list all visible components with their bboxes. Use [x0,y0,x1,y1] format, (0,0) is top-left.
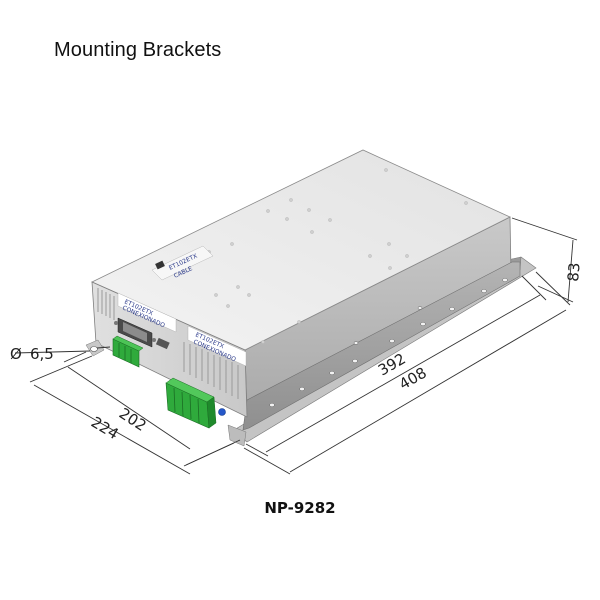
dimension-height: 83 [511,217,584,303]
terminal-block-right [165,377,217,429]
dimension-width-inner-value: 202 [116,404,150,435]
mounting-bracket-left [85,339,247,447]
chassis-top-face: ET102ETX CABLE [91,149,511,351]
dimension-hole-diameter-value: 6,5 [30,345,54,363]
page-title: Mounting Brackets [54,39,222,61]
dimension-hole-diameter: Ø 6,5 [10,345,111,363]
terminal-block-left [112,335,144,368]
dimension-length: 392 408 [243,271,571,475]
db-connector [114,317,156,348]
model-label: NP-9282 [264,499,336,517]
vent-fins-right [183,342,239,399]
bracket-holes [269,278,508,407]
vent-fins-left [97,288,115,320]
front-switch [155,337,170,350]
diameter-symbol: Ø [10,345,22,363]
mount-hole [90,346,98,352]
blue-connector [218,408,226,416]
dimension-height-value: 83 [564,262,584,283]
